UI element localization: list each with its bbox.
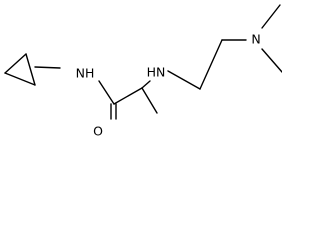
bond-ring-to-nh [34, 66, 61, 69]
carbonyl-o-label: O [93, 124, 103, 139]
amide-nh-label: NH [76, 66, 95, 81]
bond-ring-2 [25, 53, 36, 86]
amine-hn-label: HN [147, 65, 166, 80]
bond-ring-1 [4, 53, 27, 74]
bond-hn-to-ch2 [167, 70, 201, 90]
bond-ch2-to-ch2 [199, 39, 223, 90]
bond-carbonyl-to-alpha [113, 87, 143, 105]
molecule-structure: NH HN N O [4, 4, 282, 139]
bond-nh-to-carbonyl [98, 80, 115, 105]
bond-ring-3 [4, 72, 36, 86]
dimethylamine-n-label: N [251, 32, 260, 47]
bond-n-to-methyl-down [261, 48, 282, 73]
bond-alpha-to-hn [141, 80, 151, 89]
bond-alpha-to-methyl [141, 87, 158, 114]
bond-n-to-methyl-up [261, 4, 281, 29]
